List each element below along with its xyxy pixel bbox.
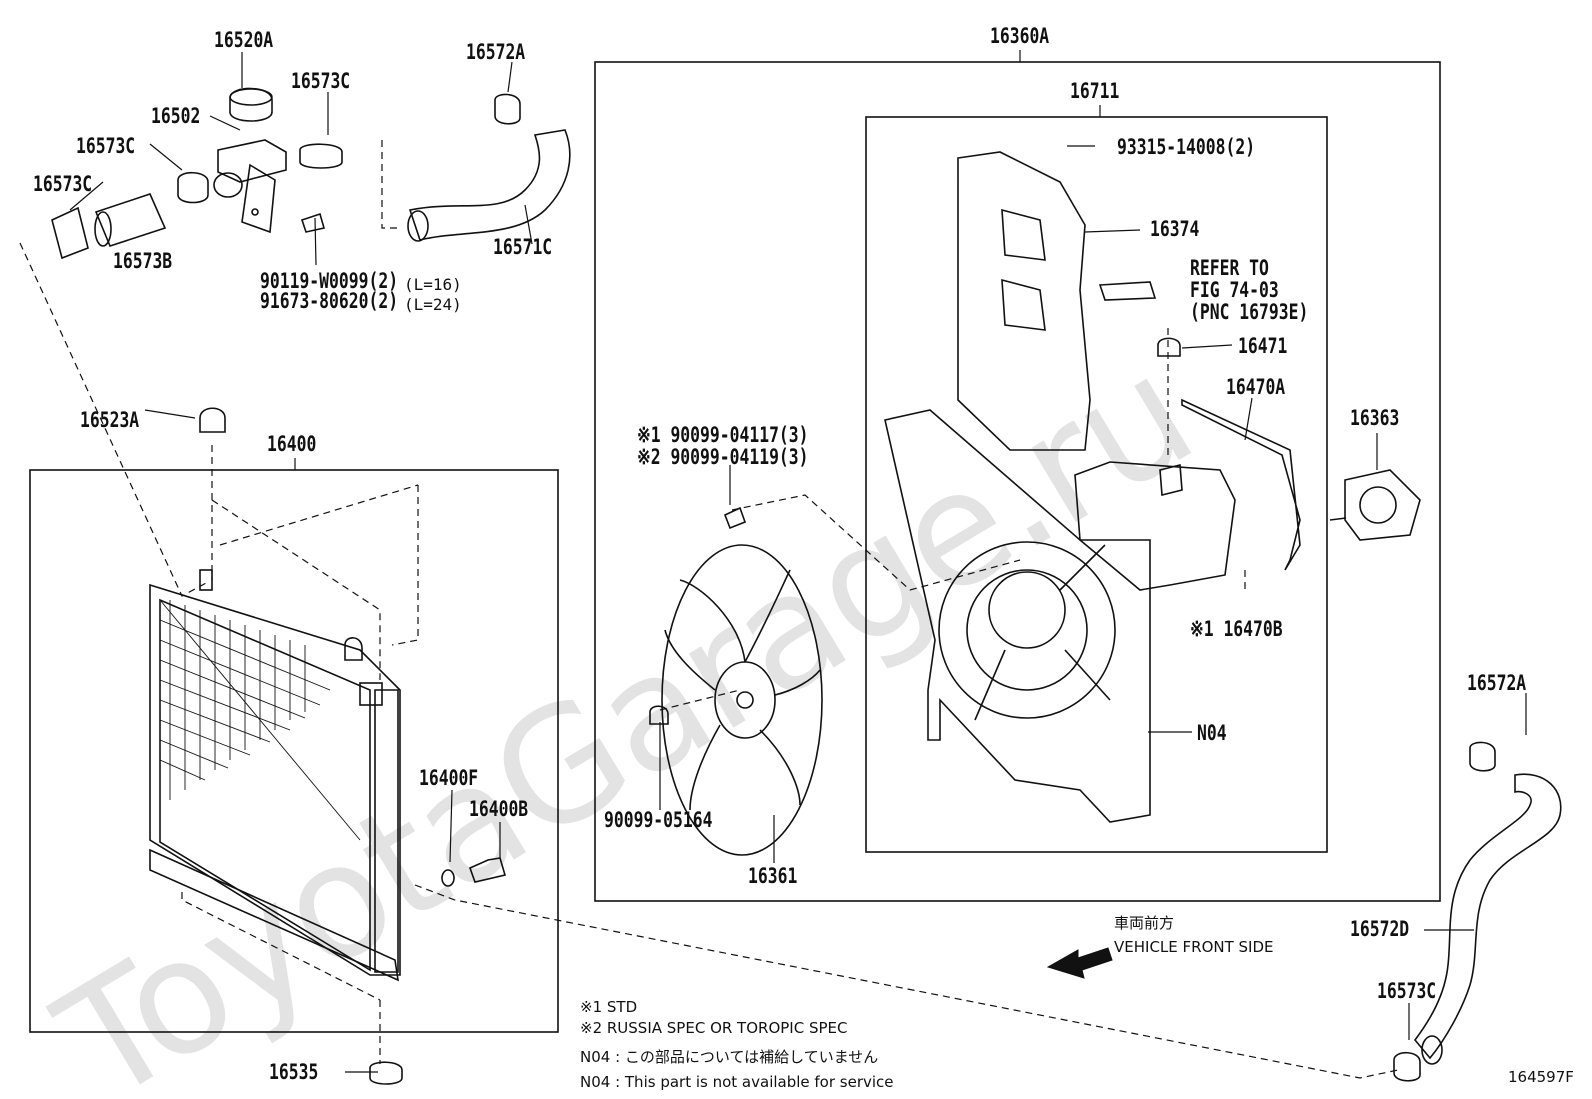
label-91673-length: (L=24) — [404, 295, 462, 314]
label-16711: 16711 — [1070, 79, 1120, 103]
label-16573C-mid: 16573C — [76, 134, 136, 158]
label-90099-05164: 90099-05164 — [604, 808, 713, 832]
fan-blade — [649, 506, 823, 856]
drain-plug-16523A — [199, 407, 226, 433]
lower-radiator-hose — [1393, 741, 1562, 1082]
label-16572A-top: 16572A — [466, 40, 526, 64]
label-16471: 16471 — [1238, 334, 1288, 358]
label-16535: 16535 — [269, 1060, 319, 1084]
label-16523A: 16523A — [80, 408, 140, 432]
note-n04-en: N04 : This part is not available for ser… — [580, 1073, 894, 1091]
label-N04: N04 — [1197, 721, 1227, 745]
label-16573C-bottom: 16573C — [1377, 979, 1437, 1003]
label-16374: 16374 — [1150, 217, 1200, 241]
label-16573C-left: 16573C — [33, 172, 93, 196]
hose-clamp-upper — [299, 143, 343, 169]
fan-motor — [1344, 469, 1421, 541]
drain-cock — [468, 857, 507, 883]
shroud-panel-16374 — [957, 151, 1091, 451]
label-16470A: 16470A — [1226, 375, 1286, 399]
cushion-16535 — [369, 1061, 403, 1085]
label-91673: 91673-80620(2) — [260, 289, 399, 313]
label-90119: 90119-W0099(2) — [260, 269, 399, 293]
label-90119-length: (L=16) — [404, 275, 462, 294]
label-16400F: 16400F — [419, 766, 479, 790]
filler-neck-parts — [51, 87, 571, 260]
fan-shroud — [884, 151, 1421, 823]
note-front-en: VEHICLE FRONT SIDE — [1114, 938, 1274, 956]
label-16520A: 16520A — [214, 28, 274, 52]
fan-screw — [723, 506, 747, 530]
bolt — [300, 212, 326, 233]
o-ring — [441, 869, 455, 887]
fan-assembly-frame — [594, 61, 1441, 902]
upper-radiator-hose — [408, 129, 571, 241]
note-std: ※1 STD — [580, 998, 638, 1016]
hose-clamp-mid — [177, 171, 209, 204]
label-16400: 16400 — [267, 432, 317, 456]
label-16572A-right: 16572A — [1467, 671, 1527, 695]
label-16573C-top: 16573C — [291, 69, 351, 93]
fan-shroud-subframe — [865, 116, 1328, 853]
overflow-hose — [1181, 398, 1301, 571]
label-16470B: ※1 16470B — [1190, 617, 1283, 641]
label-refer-to: REFER TO — [1190, 256, 1269, 280]
note-n04-jp: N04 : この部品については補給していません — [580, 1048, 879, 1066]
hose-clamp-16572A — [494, 93, 521, 125]
label-90099-04119: ※2 90099-04119(3) — [637, 445, 809, 469]
radiator-assembly-frame — [29, 469, 559, 1033]
tank-cap-16471 — [1157, 337, 1181, 357]
note-front-jp: 車両前方 — [1114, 914, 1175, 932]
label-refer-pnc: (PNC 16793E) — [1190, 300, 1309, 324]
label-90099-04117: ※1 90099-04117(3) — [637, 423, 809, 447]
fan-nut — [649, 705, 669, 725]
label-16361: 16361 — [748, 864, 798, 888]
label-16400B: 16400B — [469, 797, 529, 821]
radiator — [149, 407, 507, 1085]
radiator-core-grid — [159, 599, 361, 841]
reserve-tank — [1074, 461, 1236, 591]
short-hose — [94, 193, 167, 247]
label-93315: 93315-14008(2) — [1117, 135, 1256, 159]
label-16573B: 16573B — [113, 249, 173, 273]
note-russia: ※2 RUSSIA SPEC OR TOROPIC SPEC — [580, 1019, 848, 1037]
label-16502: 16502 — [151, 104, 201, 128]
filler-neck — [217, 139, 287, 183]
label-16571C: 16571C — [493, 235, 553, 259]
front-arrow-icon — [1046, 947, 1113, 979]
leader-lines — [69, 50, 1527, 1073]
label-refer-fig: FIG 74-03 — [1190, 278, 1279, 302]
label-16363: 16363 — [1350, 406, 1400, 430]
label-16360A: 16360A — [990, 24, 1050, 48]
hose-clamp-left — [51, 206, 89, 260]
diagram-id: 164597F — [1508, 1068, 1574, 1086]
label-16572D: 16572D — [1350, 917, 1410, 941]
